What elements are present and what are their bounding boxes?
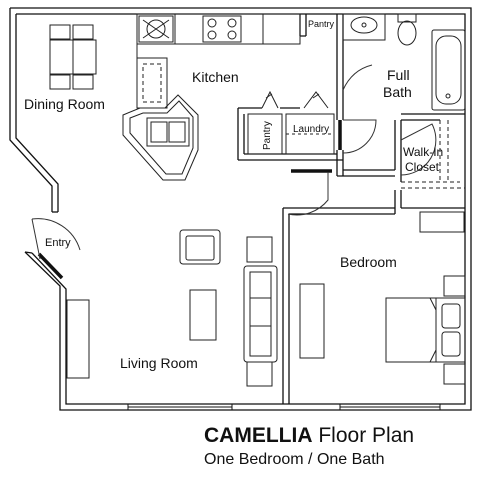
living-furniture [66, 229, 278, 387]
dining-furniture [49, 24, 97, 90]
exterior-walls [9, 7, 472, 411]
plan-caption: CAMELLIA Floor Plan One Bedroom / One Ba… [204, 424, 414, 470]
laundry-label: Laundry [293, 124, 329, 135]
door-swings [31, 64, 437, 260]
kitchen-counters [122, 13, 301, 181]
plan-subtitle: One Bedroom / One Bath [204, 451, 385, 468]
pantry-top-label: Pantry [308, 19, 335, 29]
plan-title: CAMELLIA Floor Plan [204, 424, 414, 448]
closet-shelving [401, 120, 465, 189]
plan-title-suffix: Floor Plan [318, 424, 415, 447]
living-room-label: Living Room [120, 355, 198, 371]
bedroom-furniture [299, 211, 466, 385]
pantry-laundry [247, 90, 335, 155]
windows [127, 404, 441, 410]
full-bath-label-line2: Bath [383, 84, 412, 100]
plan-name: CAMELLIA [204, 424, 313, 447]
bold-wall-segments [37, 120, 342, 280]
walk-in-closet-label-line1: Walk-In [403, 145, 443, 159]
bath-fixtures [342, 13, 466, 111]
walk-in-closet-label-line2: Closet [405, 160, 440, 174]
dining-room-label: Dining Room [24, 96, 105, 112]
full-bath-label-line1: Full [387, 67, 410, 83]
interior-walls [237, 14, 465, 404]
kitchen-label: Kitchen [192, 69, 239, 85]
pantry-side-label: Pantry [262, 121, 273, 150]
entry-label: Entry [45, 237, 71, 249]
bedroom-label: Bedroom [340, 254, 397, 270]
